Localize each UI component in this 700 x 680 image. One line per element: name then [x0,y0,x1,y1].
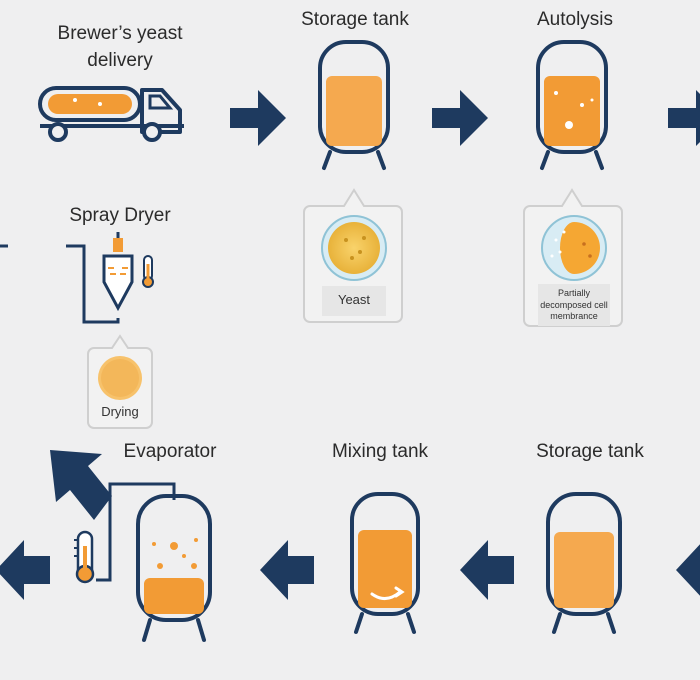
autolysis-label: Autolysis [536,9,614,30]
arrow-left-icon [260,540,314,600]
arrow-left-icon [676,544,700,596]
evaporator-icon [74,482,212,642]
drying-caption: Drying [101,404,139,419]
membrane-caption-line3: membrance [550,311,598,321]
arrow-right-icon [230,90,286,146]
storage-tank-bottom-label: Storage tank [536,441,644,462]
membrane-caption: Partially decomposed cell membrance [532,288,616,323]
storage-tank-bottom-icon [546,492,622,634]
arrow-right-icon [432,90,488,146]
spray-dryer-label: Spray Dryer [69,205,171,226]
drying-callout [87,334,153,429]
yeast-callout [303,188,403,323]
arrow-left-icon [460,540,514,600]
mixing-tank-label: Mixing tank [331,441,429,462]
mixing-tank-icon [350,492,420,634]
membrane-caption-line2: decomposed cell [540,299,608,310]
delivery-label-line2: delivery [87,50,153,71]
arrow-left-icon [0,540,50,600]
storage-tank-top-label: Storage tank [301,9,409,30]
yeast-caption: Yeast [337,292,371,307]
membrane-caption-line1: Partially [557,288,590,298]
delivery-label-line1: Brewer’s yeast [57,23,183,44]
delivery-label: Brewer’s yeast delivery [20,20,220,74]
spray-dryer-icon [0,232,154,324]
arrow-up-left-icon [50,450,112,520]
evaporator-label: Evaporator [123,441,217,462]
autolysis-tank-icon [536,40,608,170]
membrane-callout [523,188,623,327]
arrow-right-icon [668,90,700,146]
tanker-truck-icon [38,86,184,142]
storage-tank-top-icon [318,40,390,170]
